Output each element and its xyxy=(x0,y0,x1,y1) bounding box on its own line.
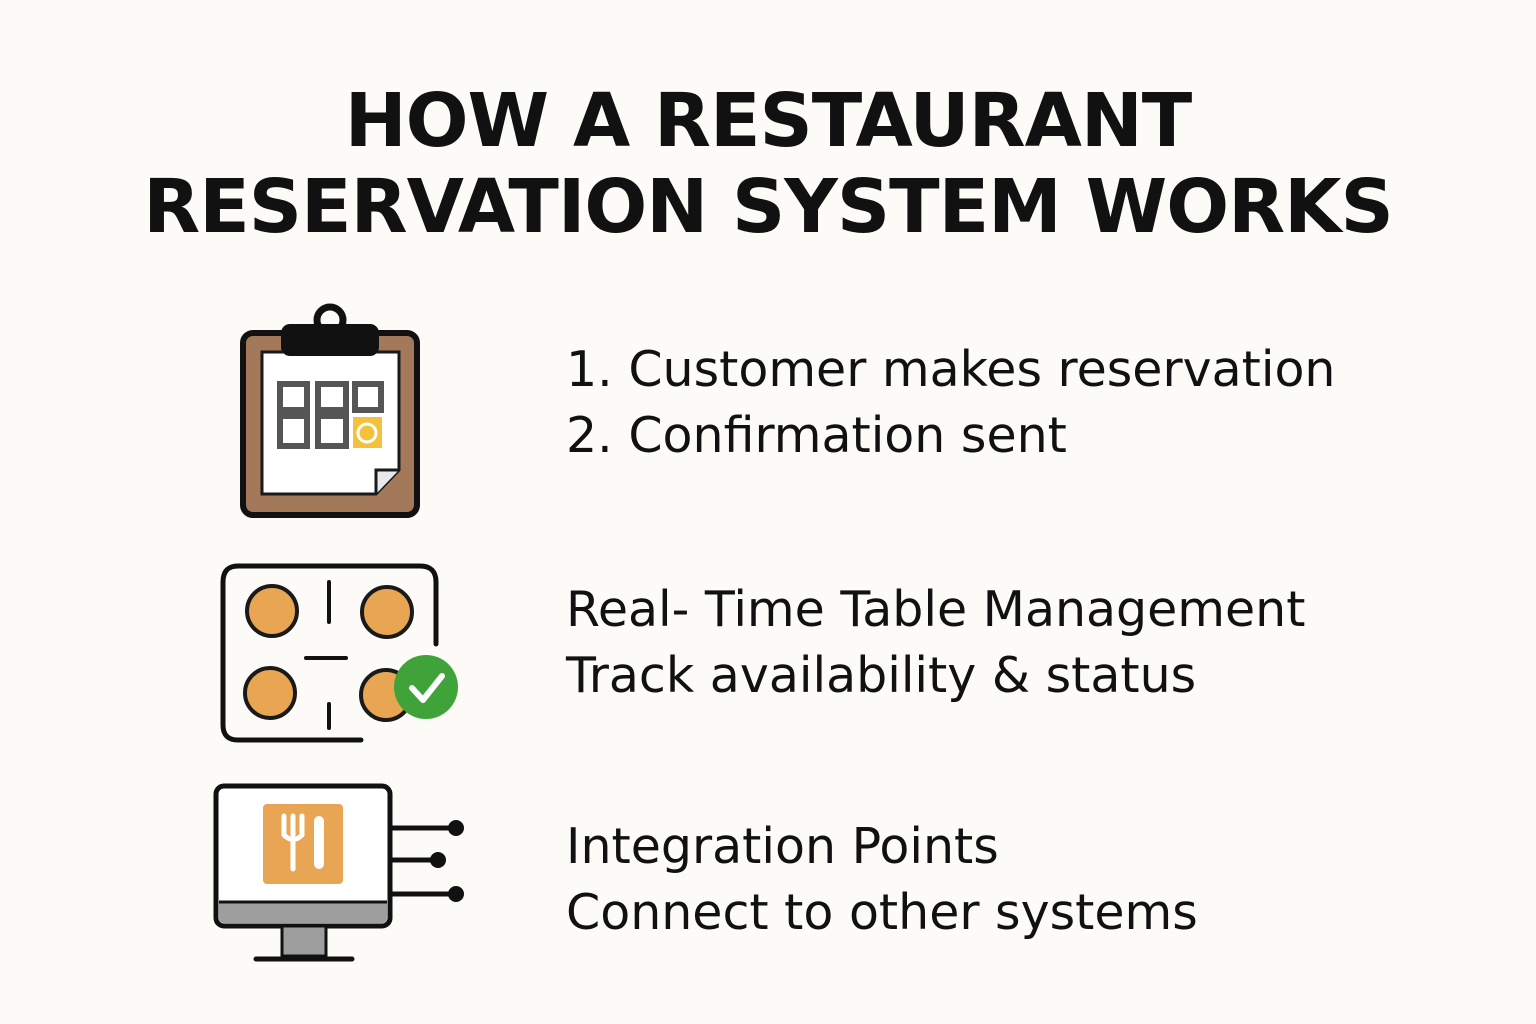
step-2-line-2: Track availability & status xyxy=(566,647,1197,704)
step-1-line-1: 1. Customer makes reservation xyxy=(566,341,1336,398)
step-3-text: Integration Points Connect to other syst… xyxy=(566,814,1198,946)
step-2-line-1: Real- Time Table Management xyxy=(566,581,1306,638)
page-title: HOW A RESTAURANT RESERVATION SYSTEM WORK… xyxy=(0,78,1536,250)
monitor-integration-icon xyxy=(210,780,475,968)
step-3-line-2: Connect to other systems xyxy=(566,884,1198,941)
title-line-2: RESERVATION SYSTEM WORKS xyxy=(143,164,1394,250)
clipboard-calendar-icon xyxy=(236,300,426,525)
step-2-text: Real- Time Table Management Track availa… xyxy=(566,577,1305,709)
title-line-1: HOW A RESTAURANT xyxy=(344,78,1193,164)
table-layout-check-icon xyxy=(216,558,466,748)
step-3-line-1: Integration Points xyxy=(566,818,999,875)
step-1-line-2: 2. Confirmation sent xyxy=(566,407,1067,464)
step-1-text: 1. Customer makes reservation 2. Confirm… xyxy=(566,337,1335,469)
